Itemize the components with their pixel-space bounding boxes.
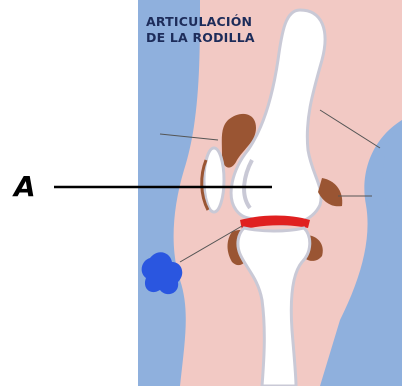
patella xyxy=(204,148,224,212)
title-line-2: DE LA RODILLA xyxy=(146,30,255,46)
label-a: A xyxy=(14,170,36,203)
title-line-1: ARTICULACIÓN xyxy=(146,14,255,30)
diagram-title: ARTICULACIÓN DE LA RODILLA xyxy=(146,14,255,46)
